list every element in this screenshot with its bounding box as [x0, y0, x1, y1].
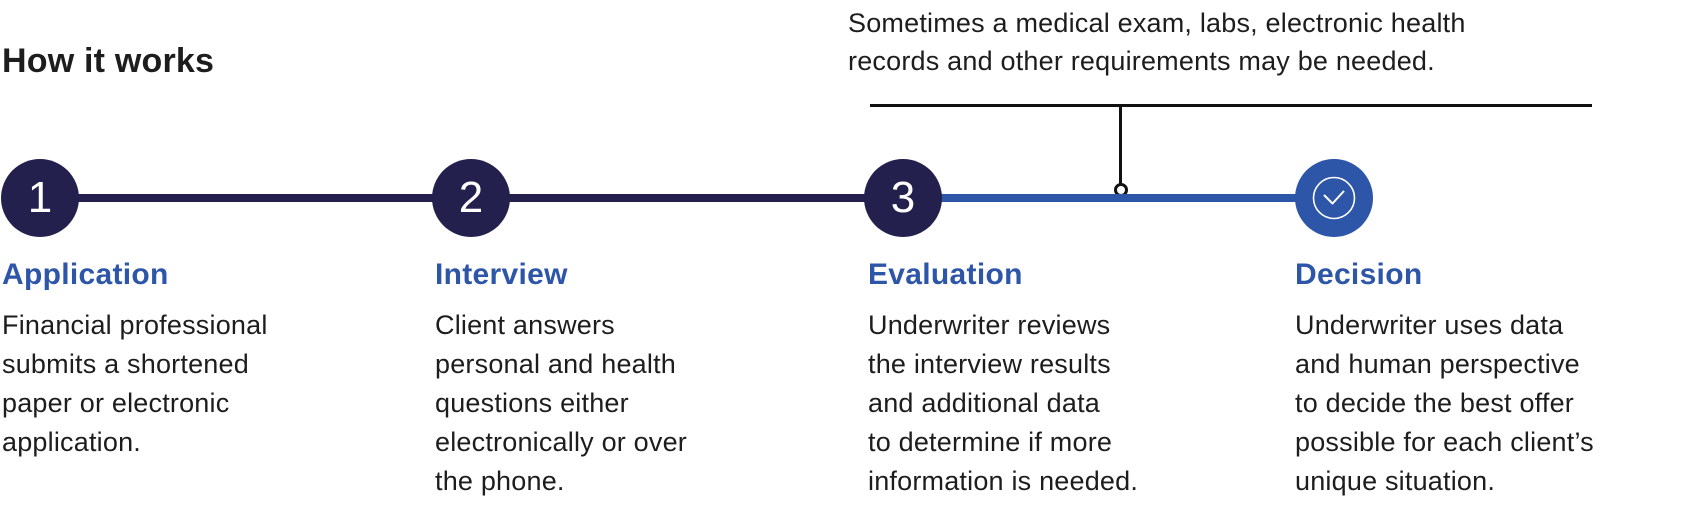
step-3-description: Underwriter reviews the interview result… — [868, 310, 1139, 496]
callout-note: Sometimes a medical exam, labs, electron… — [848, 8, 1466, 76]
step-4-heading: Decision — [1295, 258, 1423, 291]
step-2-heading: Interview — [435, 258, 568, 291]
step-4-circle — [1295, 159, 1373, 237]
step-3-column: Evaluation Underwriter reviews the inter… — [868, 258, 1218, 501]
callout-pointer-line — [1119, 104, 1122, 184]
timeline-connector-blue — [903, 194, 1335, 202]
step-3-circle: 3 — [864, 159, 942, 237]
step-1-circle: 1 — [1, 159, 79, 237]
step-3-number: 3 — [890, 173, 916, 222]
page-title: How it works — [2, 42, 215, 80]
step-2-column: Interview Client answers personal and he… — [435, 258, 785, 501]
step-1-number: 1 — [27, 173, 53, 222]
step-1-description: Financial professional submits a shorten… — [2, 310, 268, 457]
callout-bracket-line — [870, 104, 1592, 107]
step-1-column: Application Financial professional submi… — [2, 258, 352, 462]
step-2-description: Client answers personal and health quest… — [435, 310, 688, 496]
step-1-heading: Application — [2, 258, 169, 291]
step-3-heading: Evaluation — [868, 258, 1023, 291]
checkmark-icon — [1312, 176, 1356, 220]
step-4-description: Underwriter uses data and human perspect… — [1295, 310, 1594, 496]
step-2-circle: 2 — [432, 159, 510, 237]
step-2-number: 2 — [458, 173, 484, 222]
step-4-column: Decision Underwriter uses data and human… — [1295, 258, 1645, 501]
